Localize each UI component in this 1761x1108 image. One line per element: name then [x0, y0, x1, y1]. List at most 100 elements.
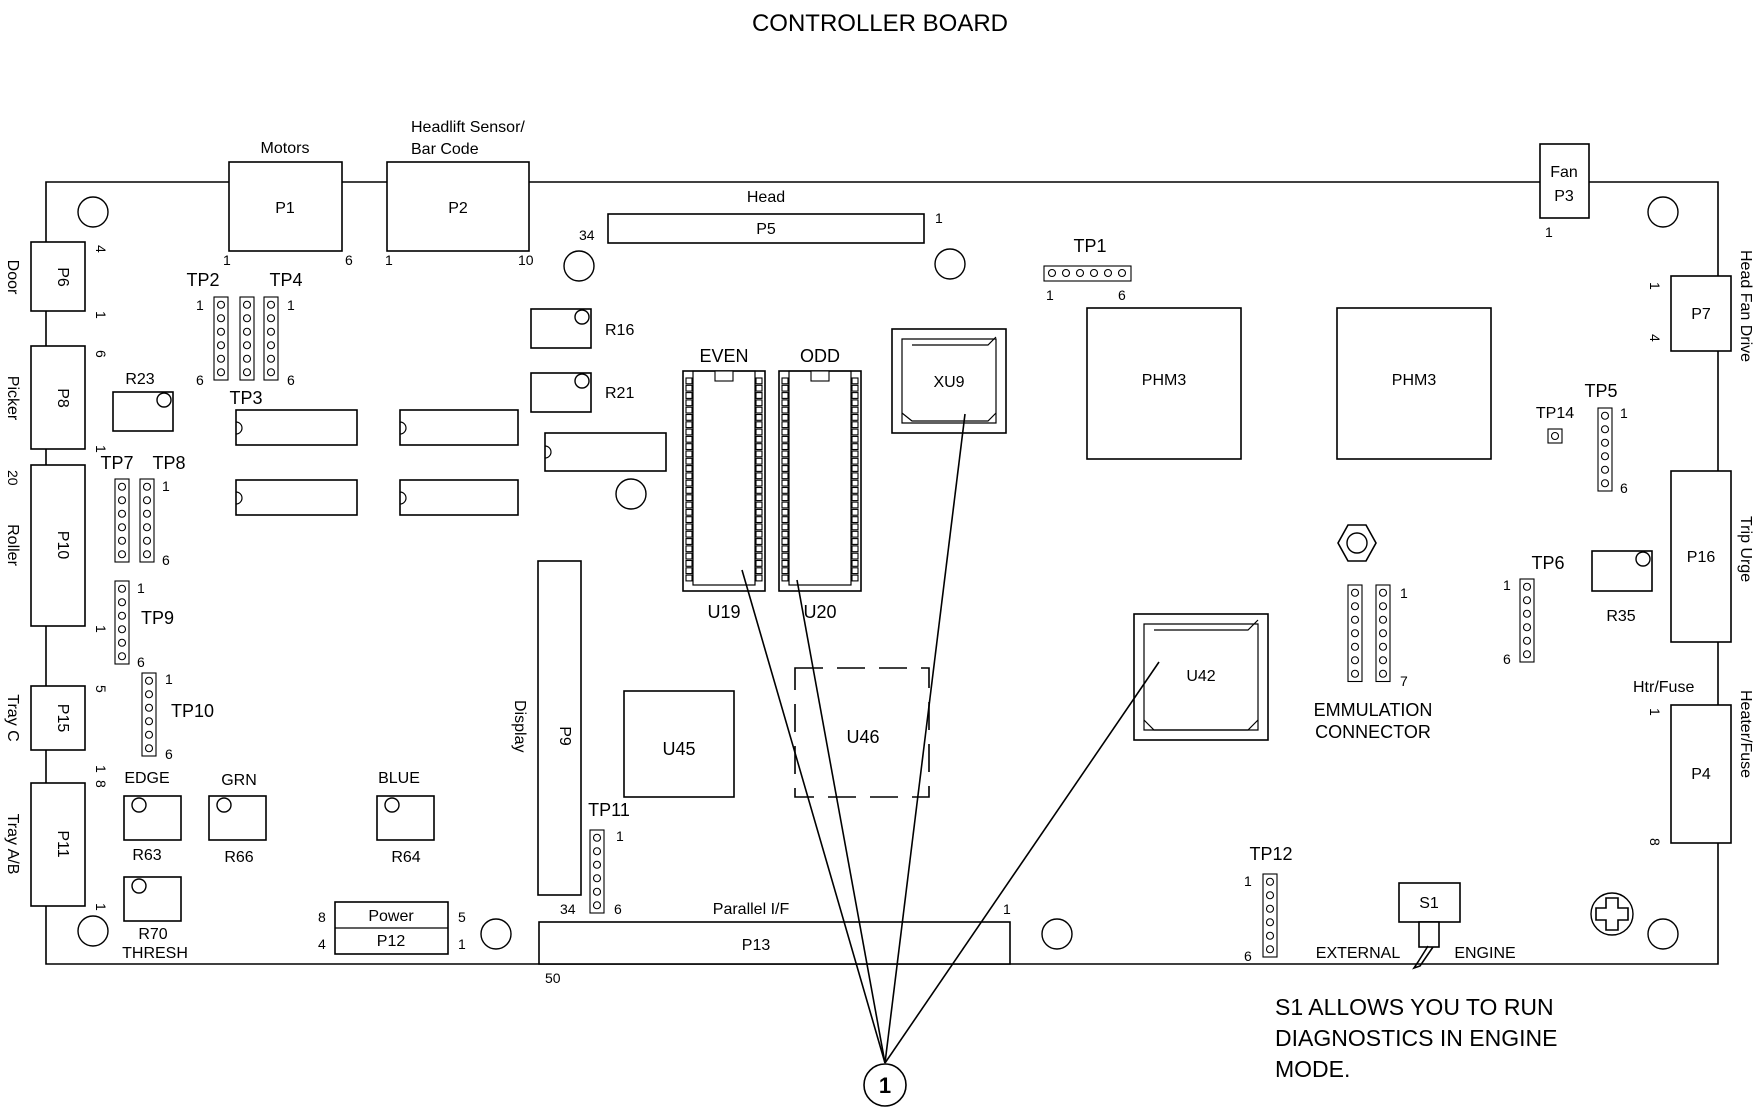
socket-pin	[781, 450, 789, 458]
socket-pin	[755, 479, 763, 487]
header-pin	[592, 847, 602, 856]
tp5-pin-start: 1	[1620, 405, 1628, 421]
socket-pin	[685, 523, 693, 531]
p10-id: P10	[54, 531, 71, 560]
r23-label: R23	[125, 371, 154, 388]
p13-label: Parallel I/F	[713, 901, 790, 918]
xu9-label: XU9	[933, 374, 964, 391]
mounting-holes	[77, 196, 1679, 950]
tp1-pins	[1043, 265, 1132, 282]
header-pin	[1522, 582, 1532, 591]
socket-pin	[685, 465, 693, 472]
r16-label: R16	[605, 322, 634, 339]
header-pin	[592, 874, 602, 883]
p12-id: P12	[377, 933, 406, 950]
socket-pin	[781, 472, 789, 480]
header-body	[1519, 578, 1535, 663]
p15-id: P15	[54, 704, 71, 733]
socket-pin	[685, 508, 693, 516]
tp8-pin-start: 1	[162, 478, 170, 494]
socket-pin	[851, 377, 859, 385]
pot-r64: BLUE R64	[376, 770, 435, 866]
socket-pin	[685, 392, 693, 399]
tp3-label: TP3	[229, 388, 262, 408]
p7-pin-end: 4	[1647, 334, 1663, 342]
screw-icon	[1590, 892, 1634, 936]
header-pin	[117, 523, 127, 532]
p6-label: Door	[4, 260, 21, 295]
tp10-label: TP10	[171, 701, 214, 721]
socket-pin	[685, 443, 693, 451]
connector-p2: Headlift Sensor/ Bar Code P2 1 10	[385, 119, 534, 268]
socket-pin	[851, 392, 859, 399]
header-pin	[266, 314, 276, 323]
header-pin	[592, 887, 602, 896]
phm3-left-label: PHM3	[1142, 372, 1187, 389]
socket-pin	[755, 457, 763, 465]
tp6-group: TP6 1 6	[1503, 553, 1565, 667]
p1-pin-start: 1	[223, 252, 231, 268]
socket-pin	[781, 567, 789, 575]
tp9-pin-end: 6	[137, 654, 145, 670]
header-body	[239, 296, 255, 381]
tp11-pin-start: 1	[616, 828, 624, 844]
header-body	[139, 478, 155, 563]
r21-label: R21	[605, 385, 634, 402]
header-pin	[216, 314, 226, 323]
socket-pin	[755, 472, 763, 480]
socket-pin	[755, 523, 763, 531]
p9-id: P9	[556, 726, 573, 746]
socket-pin	[755, 465, 763, 472]
header-pin	[1265, 931, 1275, 940]
socket-pin	[685, 384, 693, 392]
header-body	[114, 580, 130, 665]
header-pin	[117, 550, 127, 559]
grn-label: GRN	[221, 772, 257, 789]
p12-label: Power	[368, 908, 414, 925]
p2-label-1: Headlift Sensor/	[411, 119, 525, 136]
socket-pin	[755, 421, 763, 429]
header-pin	[144, 730, 154, 739]
header-pin	[117, 652, 127, 661]
tp6-pins	[1519, 578, 1535, 663]
socket-pin	[781, 545, 789, 553]
chip-u20: ODD U20	[778, 346, 862, 622]
socket-pin	[781, 406, 789, 414]
p10-pin-end: 1	[93, 625, 109, 633]
socket-pin	[755, 435, 763, 443]
socket-pin	[755, 406, 763, 414]
socket-pin	[685, 545, 693, 553]
socket-pin	[685, 435, 693, 443]
dip-ic-row	[235, 409, 667, 516]
header-pin	[1378, 669, 1388, 678]
header-pin	[1265, 904, 1275, 913]
p10-pin-start: 20	[5, 470, 21, 486]
socket-pin	[851, 567, 859, 575]
header-pin	[216, 354, 226, 363]
socket-pin	[781, 457, 789, 465]
header-pin	[142, 496, 152, 505]
header-pin	[117, 482, 127, 491]
socket-pin	[851, 508, 859, 516]
header-body	[589, 829, 605, 914]
emulation-label-1: EMMULATION	[1314, 700, 1433, 720]
socket-pin	[851, 472, 859, 480]
socket-pin	[781, 399, 789, 407]
chip-u42: U42	[1133, 613, 1269, 741]
socket-pin	[685, 377, 693, 385]
header-pin	[592, 901, 602, 910]
tp7-label: TP7	[100, 453, 133, 473]
tp9-group: TP9 1 6	[114, 580, 174, 670]
socket-pin	[755, 428, 763, 436]
socket-pin	[755, 494, 763, 502]
header-pin	[144, 703, 154, 712]
header-pin	[117, 584, 127, 593]
connector-p12: Power P12 8 5 4 1	[318, 901, 466, 955]
socket-pin	[755, 399, 763, 407]
p9-label: Display	[511, 700, 528, 752]
p3-pin: 1	[1545, 224, 1553, 240]
socket-pin	[851, 428, 859, 436]
board-outline	[45, 181, 1719, 965]
header-pin	[142, 509, 152, 518]
